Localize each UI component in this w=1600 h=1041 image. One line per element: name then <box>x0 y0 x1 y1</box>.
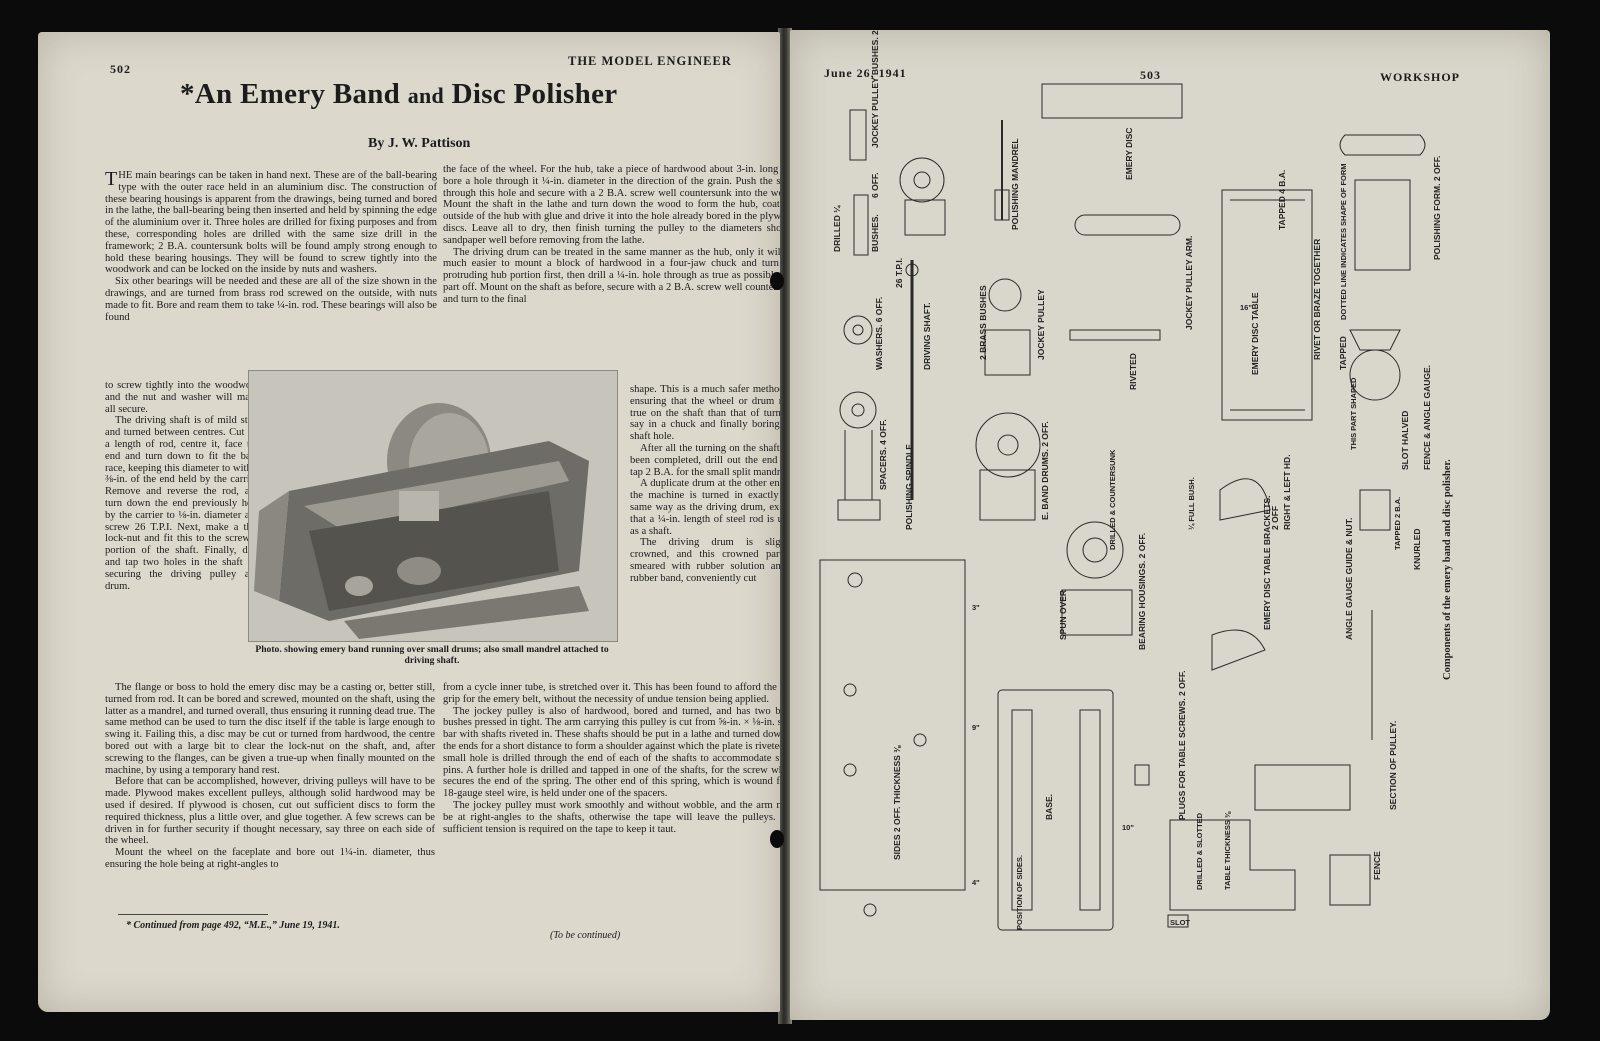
label-tapped: TAPPED <box>1338 336 1348 370</box>
label-fence-gauge: FENCE & ANGLE GAUGE. <box>1422 365 1432 470</box>
body-column-b: the face of the wheel. For the hub, take… <box>443 164 780 305</box>
drop-cap: T <box>105 168 118 190</box>
polishing-form-part <box>1339 134 1426 156</box>
label-emery-disc: EMERY DISC <box>1124 128 1134 180</box>
jockey-pulley-part <box>899 157 945 203</box>
dim-9: 9" <box>972 723 980 732</box>
byline: By J. W. Pattison <box>368 136 471 151</box>
machine-photo <box>248 370 618 642</box>
emery-disc-part <box>1041 83 1183 119</box>
table-part <box>1169 819 1296 911</box>
label-rivet-braze: RIVET OR BRAZE TOGETHER <box>1312 239 1322 360</box>
label-spacers: SPACERS. 4 OFF. <box>878 419 888 490</box>
body-column-a-lower: The flange or boss to hold the emery dis… <box>105 682 435 870</box>
label-slot-halved: SLOT HALVED <box>1400 411 1410 470</box>
figure-caption: Components of the emery band and disc po… <box>1442 459 1453 680</box>
dim-10: 10" <box>1122 823 1134 832</box>
body-column-a-narrow: to screw tightly into the woodwork and t… <box>105 380 260 592</box>
page-number-right: 503 <box>1140 68 1161 82</box>
to-be-continued: (To be continued) <box>550 930 621 941</box>
photo-caption: Photo. showing emery band running over s… <box>255 644 609 666</box>
emery-disc-table-part <box>1221 189 1313 421</box>
dim-16: 16" <box>1240 303 1252 312</box>
label-jockey-bushes: JOCKEY PULLEY BUSHES. 2 OFF. <box>870 30 880 148</box>
label-washers: WASHERS. 6 OFF. <box>874 297 884 370</box>
footnote: * Continued from page 492, “M.E.,” June … <box>126 920 340 931</box>
label-table-thickness: TABLE THICKNESS ⅜ <box>1223 811 1232 890</box>
label-base: BASE. <box>1044 794 1054 820</box>
label-slot: SLOT <box>1170 918 1190 927</box>
sides-part <box>819 559 966 891</box>
label-this-part-shaped: THIS PART SHAPED <box>1349 377 1358 450</box>
right-page: June 26, 1941 503 WORKSHOP <box>790 30 1550 1020</box>
band-drum-part <box>975 412 1041 478</box>
washer-part <box>843 315 873 345</box>
bush-part <box>849 109 867 161</box>
running-head-left: THE MODEL ENGINEER <box>568 54 732 68</box>
angle-gauge-guide-part <box>1359 489 1391 531</box>
fence-part <box>1329 854 1371 906</box>
label-bearing-housings: BEARING HOUSINGS. 2 OFF. <box>1137 533 1147 650</box>
base-part <box>997 689 1114 931</box>
plugs-part <box>1134 764 1150 786</box>
label-drilled-countersunk: DRILLED & COUNTERSUNK <box>1108 449 1117 550</box>
page-number-left: 502 <box>110 62 131 76</box>
label-sides: SIDES 2 OFF. THICKNESS ⅜ <box>892 745 902 860</box>
label-knurled: KNURLED <box>1412 528 1422 570</box>
dim-3: 3" <box>972 603 980 612</box>
label-tpi: 26 T.P.I. <box>894 258 904 288</box>
body-column-b-narrow: shape. This is a much safer method of en… <box>630 384 780 584</box>
label-table-brackets: EMERY DISC TABLE BRACKETS. <box>1262 496 1272 630</box>
label-tapped-2ba: TAPPED 2 B.A. <box>1393 497 1402 550</box>
label-drilled-slotted: DRILLED & SLOTTED <box>1195 812 1204 890</box>
spacer-part <box>839 391 877 429</box>
label-spun-over: SPUN OVER <box>1058 590 1068 640</box>
label-plugs: PLUGS FOR TABLE SCREWS. 2 OFF. <box>1177 670 1187 820</box>
jockey-arm-part <box>1074 214 1181 236</box>
technical-drawing: JOCKEY PULLEY BUSHES. 2 OFF. 6 OFF. BUSH… <box>819 30 1453 931</box>
bearing-housing-part <box>1066 521 1124 579</box>
label-brass-bushes: 2 BRASS BUSHES <box>978 285 988 360</box>
article-title: *An Emery Band and Disc Polisher <box>180 78 618 110</box>
bushes-part <box>853 194 869 256</box>
label-jockey-pulley: JOCKEY PULLEY <box>1036 289 1046 360</box>
label-driving-shaft: DRIVING SHAFT. <box>922 302 932 370</box>
label-emery-disc-table: EMERY DISC TABLE <box>1250 292 1260 375</box>
label-section-pulley: SECTION OF PULLEY. <box>1388 721 1398 810</box>
label-jockey-arm: JOCKEY PULLEY ARM. <box>1184 236 1194 330</box>
label-polishing-form: POLISHING FORM. 2 OFF. <box>1432 156 1442 260</box>
footnote-rule <box>118 914 268 915</box>
label-riveted: RIVETED <box>1128 353 1138 390</box>
label-bushes: BUSHES. <box>870 214 880 252</box>
label-tapped-4ba: TAPPED 4 B.A. <box>1277 170 1287 230</box>
body-column-b-lower: from a cycle inner tube, is stretched ov… <box>443 682 780 835</box>
label-full-bush: ¼ FULL BUSH. <box>1187 477 1196 530</box>
label-e-band-drums: E. BAND DRUMS. 2 OFF. <box>1040 421 1050 520</box>
label-polishing-spindle: POLISHING SPINDLE. <box>904 442 914 530</box>
dim-4: 4" <box>972 878 980 887</box>
running-head-right: WORKSHOP <box>1380 70 1461 84</box>
table-bracket-part <box>1219 478 1271 521</box>
label-angle-gauge-guide: ANGLE GAUGE GUIDE & NUT. <box>1344 518 1354 640</box>
issue-date: June 26, 1941 <box>824 66 907 80</box>
label-six-off: 6 OFF. <box>870 172 880 198</box>
binding-hole-bottom <box>770 830 784 848</box>
label-fence: FENCE <box>1372 851 1382 880</box>
binding-hole-top <box>770 272 784 290</box>
label-right-left: RIGHT & LEFT HD. <box>1282 454 1292 530</box>
label-drilled: DRILLED ¼ <box>832 205 842 252</box>
label-polishing-mandrel: POLISHING MANDREL <box>1010 138 1020 230</box>
polishing-spindle-part <box>844 430 873 501</box>
section-of-pulley-part <box>1254 764 1351 811</box>
label-dotted-line: DOTTED LINE INDICATES SHAPE OF FORM <box>1339 163 1348 320</box>
label-position-of-sides: POSITION OF SIDES. <box>1015 855 1024 930</box>
left-page: 502 THE MODEL ENGINEER *An Emery Band an… <box>38 32 780 1012</box>
label-two-off: 2 OFF <box>1270 506 1280 530</box>
